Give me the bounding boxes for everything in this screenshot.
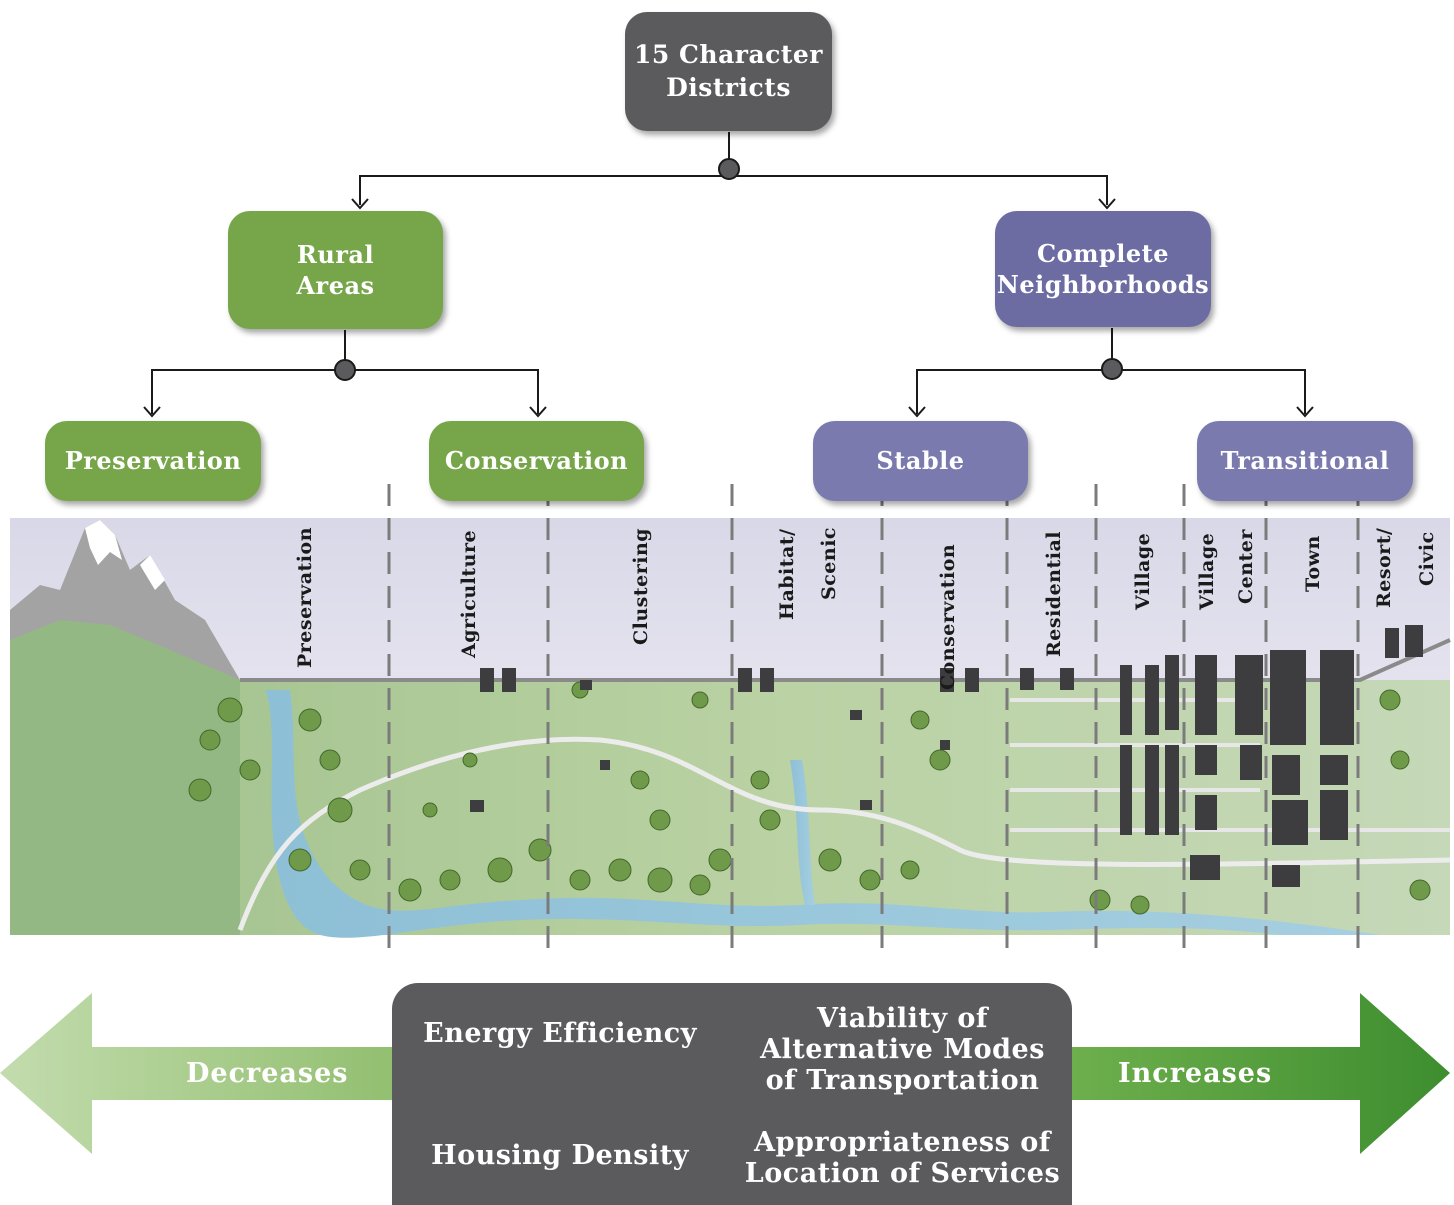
rural-line2: Areas: [296, 271, 375, 300]
viability-line2: Alternative Modes: [760, 1034, 1045, 1066]
decreases-label: Decreases: [186, 1058, 349, 1089]
root-line2: Districts: [666, 72, 791, 102]
column-label-civic: Civic: [1416, 531, 1438, 586]
landscape-panel: [10, 484, 1451, 960]
services-line1: Appropriateness of: [754, 1127, 1051, 1158]
rural-line1: Rural: [296, 239, 375, 269]
viability-label: Viability of Alternative Modes of Transp…: [730, 1003, 1075, 1096]
column-label-village: Village: [1132, 532, 1154, 610]
housing-density-label: Housing Density: [431, 1140, 689, 1171]
connector-dot-root: [718, 158, 740, 180]
column-label-scenic: Scenic: [818, 527, 840, 600]
column-label-habitat: Habitat/: [776, 528, 798, 620]
decreases-arrow: [0, 993, 395, 1154]
root-line1: 15 Character: [634, 40, 823, 69]
column-label-town: Town: [1302, 535, 1324, 592]
preservation-node: Preservation: [45, 421, 261, 501]
viability-line1: Viability of: [816, 1003, 989, 1034]
column-label-preservation: Preservation: [294, 526, 316, 668]
increases-arrow: [1072, 993, 1450, 1154]
column-label-conservation: Conservation: [937, 543, 959, 690]
complete-line2: Neighborhoods: [996, 270, 1210, 299]
transitional-node: Transitional: [1197, 421, 1413, 501]
district-dividers: [387, 484, 1360, 960]
column-label-residential: Residential: [1043, 530, 1065, 657]
column-label-resort: Resort/: [1373, 527, 1395, 608]
column-label-village-center-1: Village: [1196, 532, 1218, 610]
column-label-clustering: Clustering: [630, 527, 652, 645]
viability-line3: of Transportation: [765, 1065, 1040, 1097]
column-label-village-center-2: Center: [1235, 529, 1257, 604]
effects-box: [392, 983, 1072, 1205]
column-label-agriculture: Agriculture: [458, 529, 480, 658]
services-label: Appropriateness of Location of Services: [730, 1127, 1075, 1189]
connector-dot-complete: [1101, 358, 1123, 380]
complete-line1: Complete: [1036, 238, 1170, 268]
connector-dot-rural: [334, 359, 356, 381]
stable-node: Stable: [813, 421, 1028, 501]
conservation-node: Conservation: [429, 421, 644, 501]
energy-efficiency-label: Energy Efficiency: [423, 1018, 697, 1049]
increases-label: Increases: [1118, 1058, 1273, 1089]
services-line2: Location of Services: [744, 1158, 1061, 1190]
